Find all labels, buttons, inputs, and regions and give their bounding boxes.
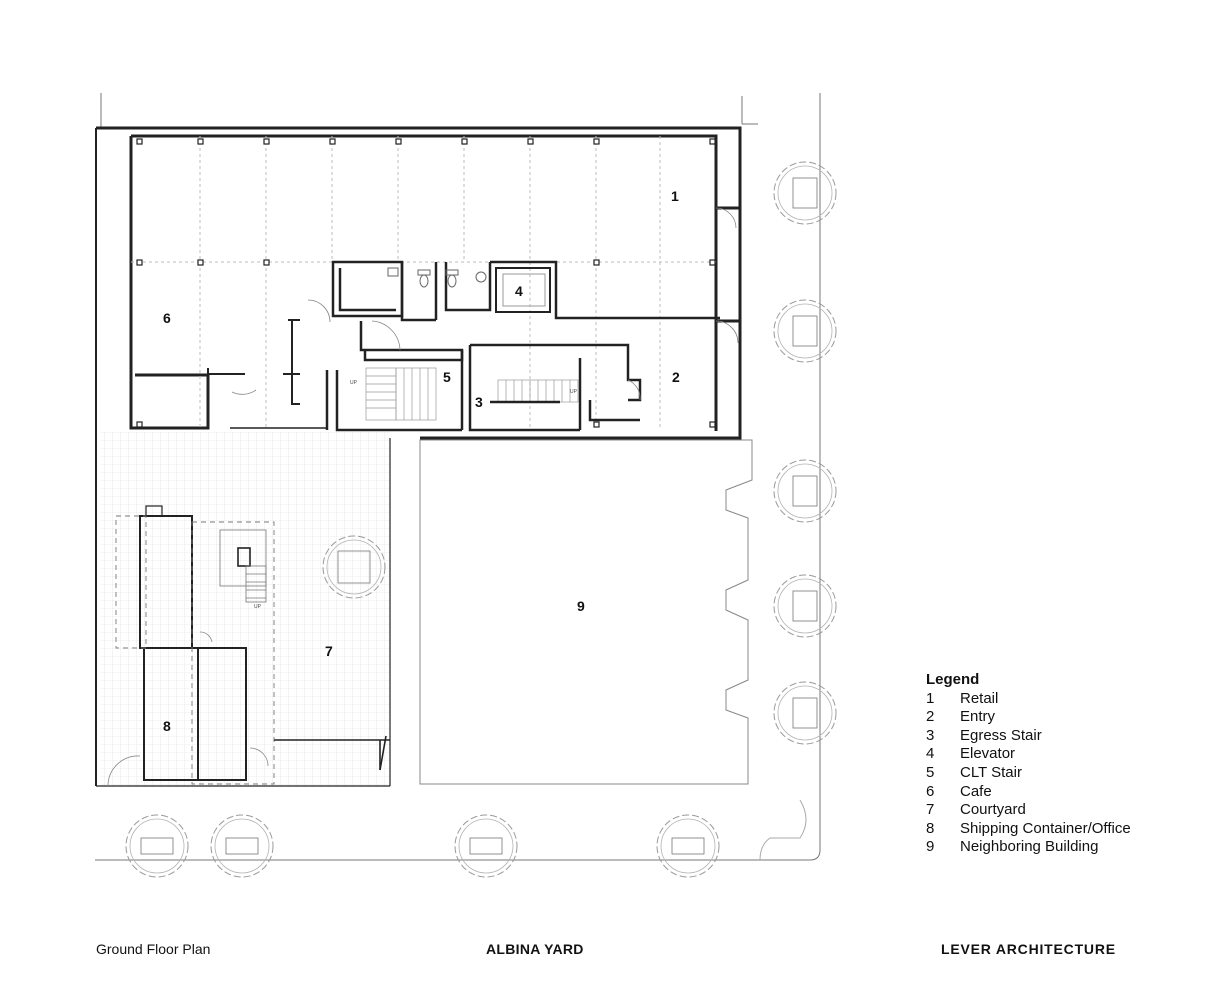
room-label-6: 6 [163,310,171,326]
legend-label: Entry [960,708,996,726]
legend-num: 8 [926,819,935,837]
courtyard-fence [274,735,390,771]
legend-label: Egress Stair [960,726,1042,744]
room-label-9: 9 [577,598,585,614]
project-name: ALBINA YARD [486,941,584,957]
shipping-container [139,505,247,781]
legend-item: 9 Neighboring Building [926,838,1131,857]
room-label-7: 7 [325,643,333,659]
legend: Legend 1 Retail 2 Entry 3 Egress Stair 4 Ele… [926,671,1131,857]
structural-grid [131,136,716,428]
egress-stair [490,379,579,404]
stair-up-label-a: UP [570,389,578,395]
legend-label: Neighboring Building [960,838,1099,856]
legend-num: 9 [926,838,935,856]
legend-item: 7 Courtyard [926,801,1131,820]
stair-up-label-c: UP [254,604,262,610]
legend-item: 8 Shipping Container/Office [926,820,1131,839]
clt-stair [365,367,437,421]
room-label-2: 2 [672,369,680,385]
legend-item: 2 Entry [926,708,1131,727]
building-walls [95,126,742,787]
room-label-8: 8 [163,718,171,734]
firm-name: LEVER ARCHITECTURE [941,941,1116,957]
legend-num: 7 [926,801,935,819]
site-boundary [95,93,821,861]
courtyard-stair [219,529,267,603]
drawing-title: Ground Floor Plan [96,941,211,957]
legend-label: Elevator [960,745,1016,763]
columns [136,138,716,428]
legend-label: Courtyard [960,801,1026,819]
legend-num: 4 [926,745,935,763]
restroom-fixtures [387,267,546,307]
legend-item: 4 Elevator [926,745,1131,764]
legend-label: Shipping Container/Office [960,819,1131,837]
neighboring-building [419,439,753,785]
container-outline-dashed [115,515,275,785]
room-label-5: 5 [443,369,451,385]
cafe-partitions [207,319,300,405]
room-label-4: 4 [515,283,523,299]
room-label-3: 3 [475,394,483,410]
legend-num: 1 [926,689,935,707]
legend-item: 3 Egress Stair [926,727,1131,746]
legend-label: Retail [960,689,999,707]
legend-item: 5 CLT Stair [926,764,1131,783]
door-swings [107,207,739,787]
legend-item: 6 Cafe [926,783,1131,802]
core-walls [325,260,720,432]
room-label-1: 1 [671,188,679,204]
legend-num: 2 [926,708,935,726]
legend-label: CLT Stair [960,763,1022,781]
legend-item: 1 Retail [926,690,1131,709]
stair-up-label-b: UP [350,380,358,386]
legend-title: Legend [926,671,980,688]
legend-num: 5 [926,763,935,781]
legend-label: Cafe [960,782,992,800]
legend-num: 3 [926,726,935,744]
legend-num: 6 [926,782,935,800]
tree-grates [140,177,818,855]
